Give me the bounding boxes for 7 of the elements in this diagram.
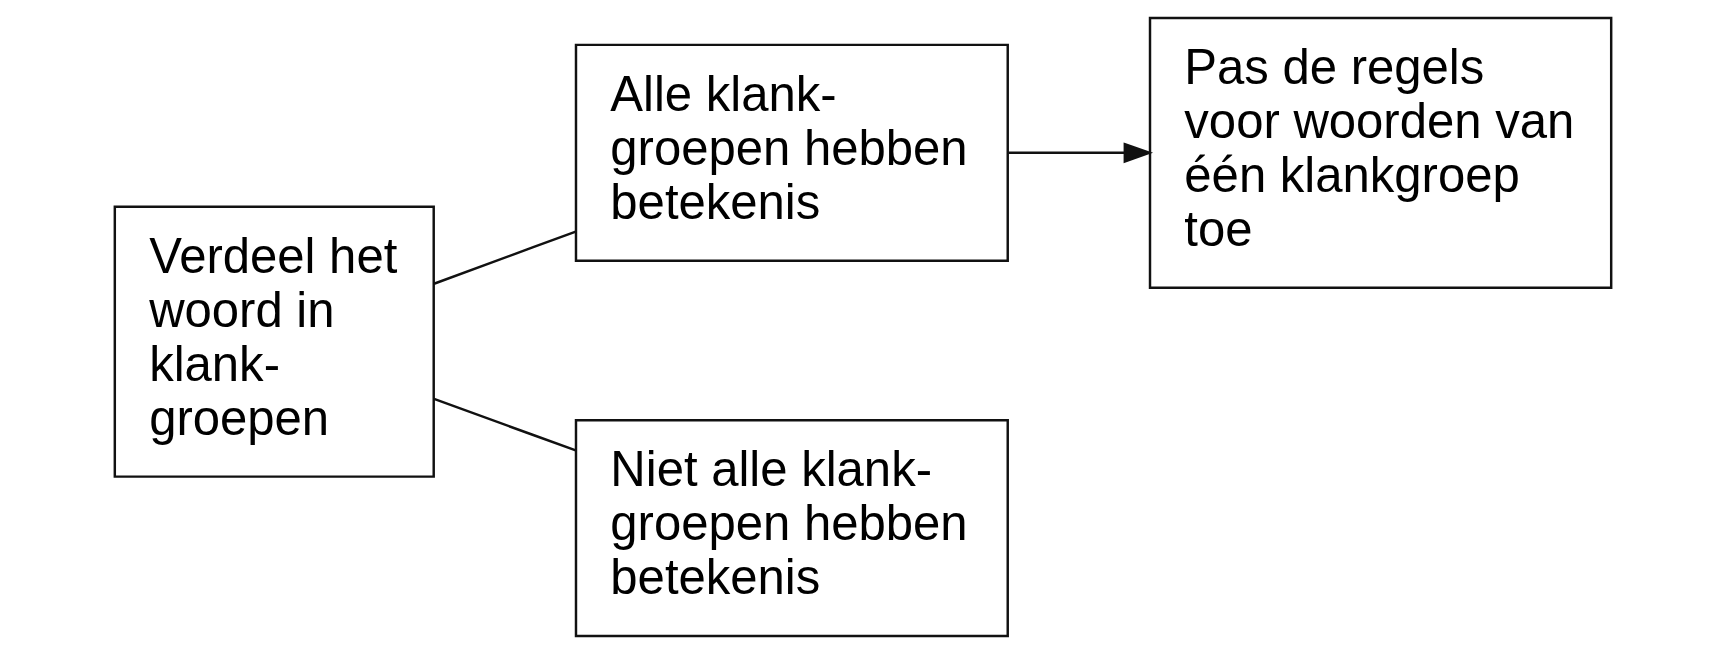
- node-box: Alle klank- groepen hebben betekenis: [574, 43, 1009, 262]
- node-box: Verdeel het woord in klank- groepen: [113, 205, 435, 478]
- connector: [433, 397, 576, 452]
- node-box: Niet alle klank- groepen hebben betekenis: [574, 419, 1009, 638]
- node-box: Pas de regels voor woorden van één klankgroep toe: [1148, 16, 1612, 289]
- connector: [433, 230, 576, 285]
- arrow: [1007, 142, 1153, 164]
